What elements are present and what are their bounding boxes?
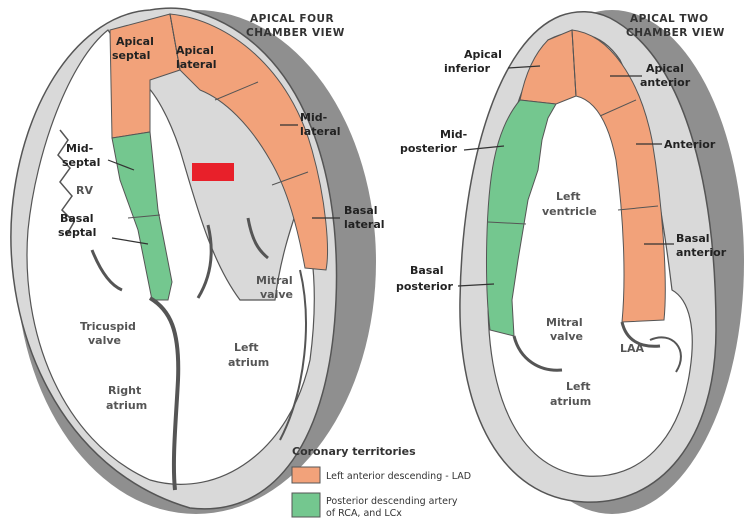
label-two-chamber-mitral-1: Mitral (546, 316, 583, 329)
label-basal-posterior-1: Basal (410, 264, 444, 277)
label-two-chamber-left-atrium-2: atrium (550, 395, 591, 408)
label-apical-anterior-1: Apical (646, 62, 684, 75)
label-left-atrium-1: Left (234, 341, 259, 354)
label-apical-lateral-2: lateral (176, 58, 217, 71)
legend-label-pda-line1: Posterior descending artery (326, 496, 458, 507)
legend-swatch-pda (292, 493, 320, 517)
label-right-atrium-2: atrium (106, 399, 147, 412)
label-mid-septal-2: septal (62, 156, 100, 169)
label-mitral-valve-1: Mitral (256, 274, 293, 287)
label-apical-inferior-2: inferior (444, 62, 491, 75)
label-left-ventricle-1: Left (556, 190, 581, 203)
label-mid-posterior-1: Mid- (440, 128, 467, 141)
label-apical-lateral-1: Apical (176, 44, 214, 57)
label-tricuspid-valve-2: valve (88, 334, 121, 347)
red-marker (192, 163, 234, 181)
label-basal-posterior-2: posterior (396, 280, 453, 293)
label-apical-septal-2: septal (112, 49, 150, 62)
label-tricuspid-valve-1: Tricuspid (80, 320, 136, 333)
label-apical-septal-1: Apical (116, 35, 154, 48)
label-right-atrium-1: Right (108, 384, 141, 397)
label-mid-posterior-2: posterior (400, 142, 457, 155)
legend-label-lad: Left anterior descending - LAD (326, 471, 471, 482)
label-basal-septal-2: septal (58, 226, 96, 239)
label-basal-anterior-1: Basal (676, 232, 710, 245)
label-laa: LAA (620, 342, 645, 355)
label-left-atrium-2: atrium (228, 356, 269, 369)
label-anterior: Anterior (664, 138, 716, 151)
legend: Coronary territories Left anterior desce… (292, 445, 471, 519)
label-mid-lateral-1: Mid- (300, 111, 327, 124)
apical-four-chamber-view: APICAL FOUR CHAMBER VIEW Apical septal A… (11, 8, 385, 514)
label-rv: RV (76, 184, 93, 197)
legend-swatch-lad (292, 467, 320, 483)
four-chamber-title-line1: APICAL FOUR (250, 13, 334, 25)
label-two-chamber-mitral-2: valve (550, 330, 583, 343)
label-mitral-valve-2: valve (260, 288, 293, 301)
label-apical-anterior-2: anterior (640, 76, 691, 89)
label-mid-lateral-2: lateral (300, 125, 341, 138)
two-chamber-title-line1: APICAL TWO (630, 13, 709, 25)
label-two-chamber-left-atrium-1: Left (566, 380, 591, 393)
four-chamber-title-line2: CHAMBER VIEW (246, 27, 345, 39)
apical-two-chamber-view: APICAL TWO CHAMBER VIEW Apical inferior … (396, 10, 744, 514)
label-basal-anterior-2: anterior (676, 246, 727, 259)
label-left-ventricle-2: ventricle (542, 205, 597, 218)
label-basal-septal-1: Basal (60, 212, 94, 225)
two-chamber-title-line2: CHAMBER VIEW (626, 27, 725, 39)
legend-label-pda-line2: of RCA, and LCx (326, 508, 402, 519)
label-mid-septal-1: Mid- (66, 142, 93, 155)
label-basal-lateral-1: Basal (344, 204, 378, 217)
label-apical-inferior-1: Apical (464, 48, 502, 61)
legend-title: Coronary territories (292, 445, 416, 458)
label-basal-lateral-2: lateral (344, 218, 385, 231)
